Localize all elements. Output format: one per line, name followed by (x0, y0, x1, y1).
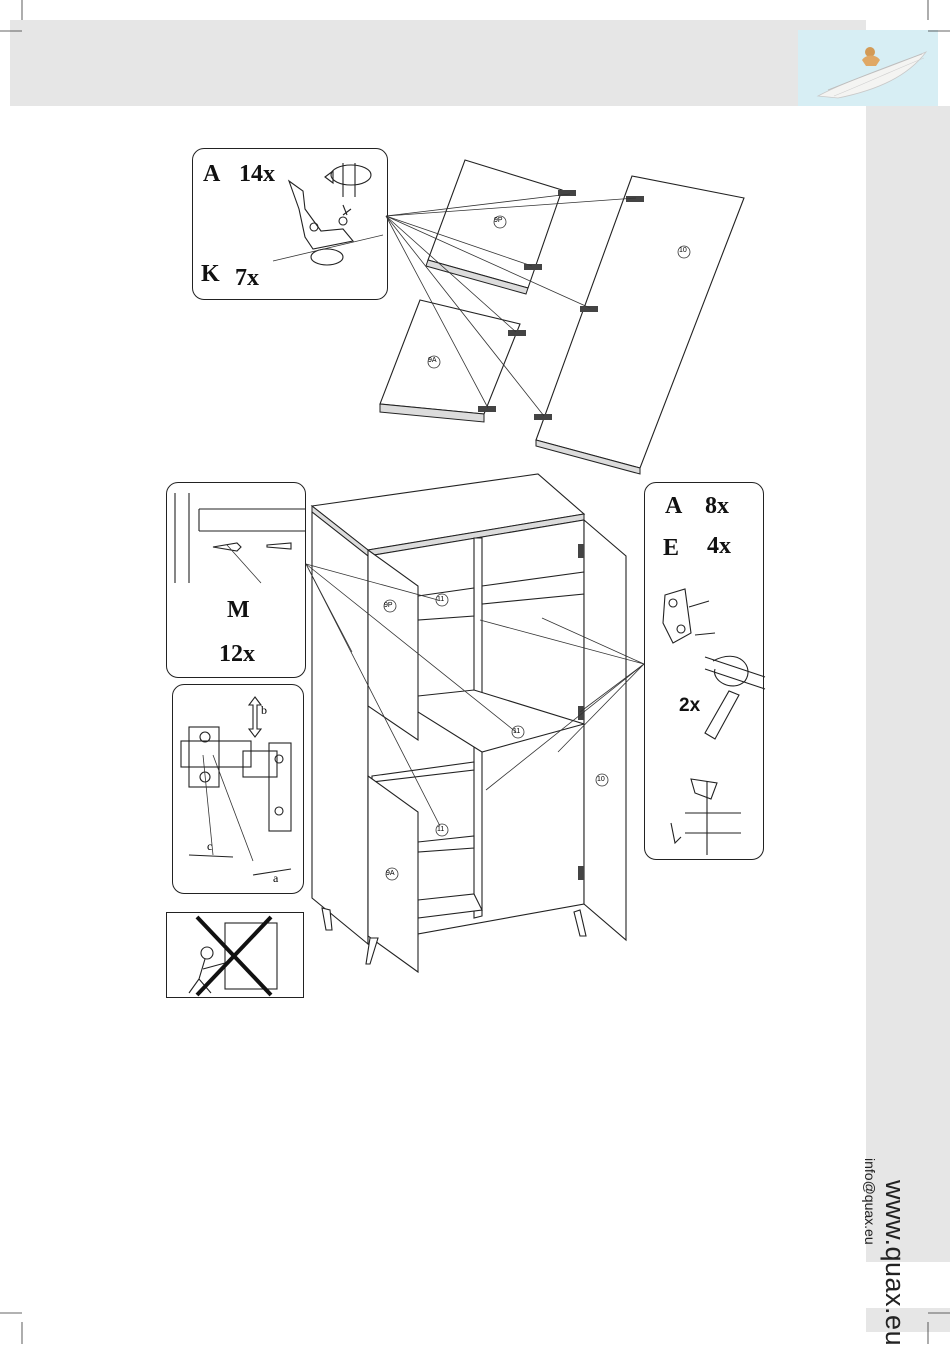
part-label-10: 10 (597, 776, 605, 783)
part-label-11-c: 11 (437, 826, 444, 833)
part-label-11-b: 11 (513, 728, 520, 735)
part-label-11-a: 11 (437, 596, 444, 603)
part-label-9a: 9A (386, 870, 395, 877)
part-label-9p: 9P (384, 602, 393, 609)
cabinet-assembly-diagram (0, 0, 950, 1010)
